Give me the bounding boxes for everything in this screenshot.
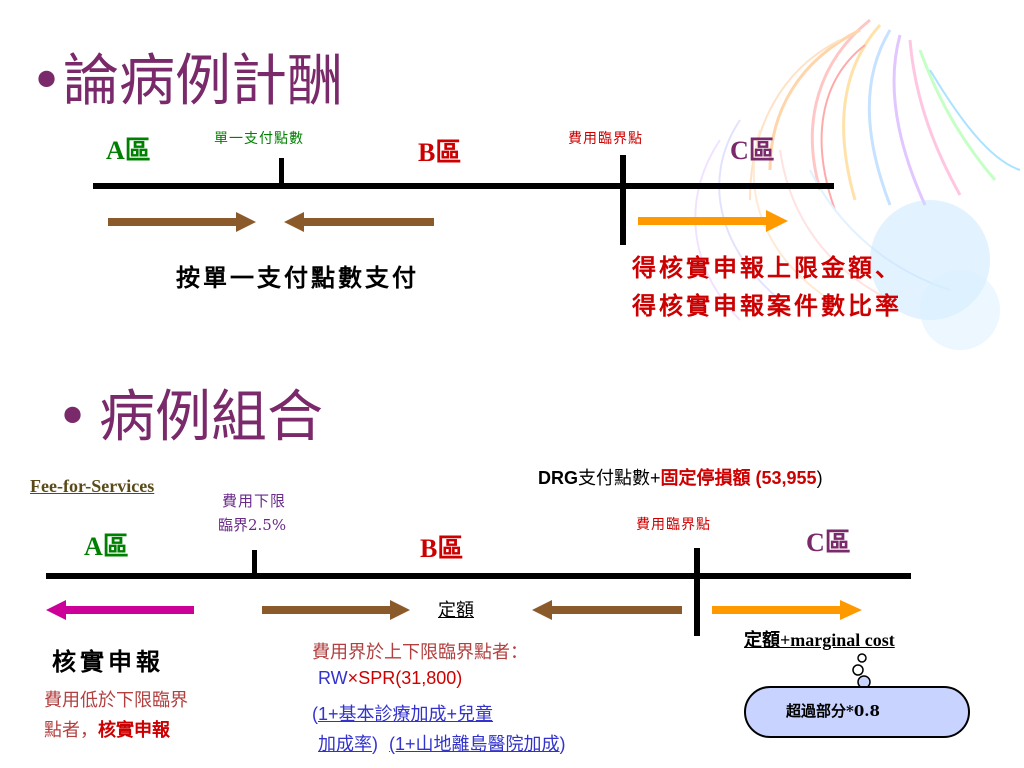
below-note-line2: 點者，核實申報 bbox=[44, 716, 170, 742]
thought-bubble-dots bbox=[852, 653, 871, 689]
single-payment-point-label: 單一支付點數 bbox=[214, 131, 304, 147]
formula-open: ( bbox=[312, 704, 318, 724]
cost-threshold-label-2: 費用臨界點 bbox=[636, 517, 711, 533]
lower-threshold-line1: 費用下限 bbox=[222, 492, 287, 510]
title-text: 病例組合 bbox=[99, 385, 324, 450]
c-zone-note-2: 得核實申報案件數比率 bbox=[632, 291, 902, 320]
arrow-right-orange-2 bbox=[712, 600, 862, 620]
formula-part2[interactable]: 加成率 bbox=[318, 734, 372, 754]
axis-line bbox=[93, 183, 834, 189]
lower-threshold-tick bbox=[252, 550, 257, 578]
pay-by-single-text: 按單一支付點數支付 bbox=[176, 263, 419, 292]
cost-threshold-tick bbox=[620, 155, 626, 245]
zone-b-label-2: B區 bbox=[420, 534, 464, 563]
cost-threshold-label: 費用臨界點 bbox=[568, 131, 643, 147]
zone-a-label-2: A區 bbox=[84, 532, 129, 561]
bullet: • bbox=[30, 49, 64, 114]
zone-b-label: B區 bbox=[418, 138, 462, 167]
drg-close: ) bbox=[816, 468, 823, 488]
fixed-marginal-text: 定額+marginal cost bbox=[744, 630, 895, 650]
single-payment-tick bbox=[279, 158, 284, 186]
times-sign: × bbox=[347, 668, 359, 688]
spr-text: SPR(31,800) bbox=[358, 668, 463, 688]
fixed-marginal-label: 定額+marginal cost bbox=[744, 626, 895, 652]
section1-title: •論病例計酬 bbox=[30, 36, 343, 117]
arrow-left-brown bbox=[284, 212, 434, 232]
formula-line1: (1+基本診療加成+兒童 bbox=[312, 700, 493, 726]
fee-for-services-label: Fee-for-Services bbox=[30, 476, 155, 496]
fixed-amount-label: 定額 bbox=[438, 600, 474, 621]
arrow-right-brown bbox=[108, 212, 256, 232]
arrow-right-brown-2 bbox=[262, 600, 410, 620]
formula-line2: 加成率) (1+山地離島醫院加成) bbox=[318, 730, 566, 756]
formula-close: ) bbox=[372, 734, 378, 754]
arrow-left-magenta bbox=[46, 600, 194, 620]
formula-part3[interactable]: (1+山地離島醫院加成 bbox=[389, 734, 560, 754]
zone-a-label: A區 bbox=[106, 136, 151, 165]
c-zone-note-1: 得核實申報上限金額、 bbox=[632, 253, 902, 282]
fireworks-decoration bbox=[694, 18, 1021, 350]
zone-c-label-2: C區 bbox=[806, 528, 851, 557]
formula-close2: ) bbox=[559, 734, 566, 754]
zone-c-label: C區 bbox=[730, 136, 775, 165]
axis-line-2 bbox=[46, 573, 911, 579]
below-note-line1: 費用低於下限臨界 bbox=[44, 690, 188, 711]
section2-title: •病例組合 bbox=[56, 372, 323, 453]
formula-part1[interactable]: 1+基本診療加成+兒童 bbox=[318, 704, 494, 724]
actual-report-label: 核實申報 bbox=[52, 647, 164, 676]
arrow-right-orange bbox=[638, 210, 788, 232]
below-note-line2b: 核實申報 bbox=[98, 720, 170, 741]
arrow-left-brown-2 bbox=[532, 600, 682, 620]
rw-formula: RW×SPR(31,800) bbox=[318, 668, 462, 689]
excess-cloud bbox=[744, 686, 970, 738]
excess-note: 超過部分*0.8 bbox=[786, 702, 880, 720]
between-note: 費用界於上下限臨界點者： bbox=[312, 642, 528, 663]
drg-points: 支付點數+ bbox=[578, 468, 661, 488]
rw-text: RW bbox=[318, 668, 348, 688]
title-text: 論病例計酬 bbox=[63, 49, 344, 114]
cost-threshold-tick-2 bbox=[694, 548, 700, 636]
bullet: • bbox=[56, 385, 90, 450]
lower-threshold-line2: 臨界2.5% bbox=[218, 516, 287, 534]
below-note-line2a: 點者， bbox=[44, 720, 98, 741]
drg-prefix: DRG bbox=[538, 468, 578, 488]
drg-formula: DRG支付點數+固定停損額 (53,955) bbox=[538, 464, 823, 490]
drg-fixed: 固定停損額 (53,955 bbox=[660, 468, 817, 488]
